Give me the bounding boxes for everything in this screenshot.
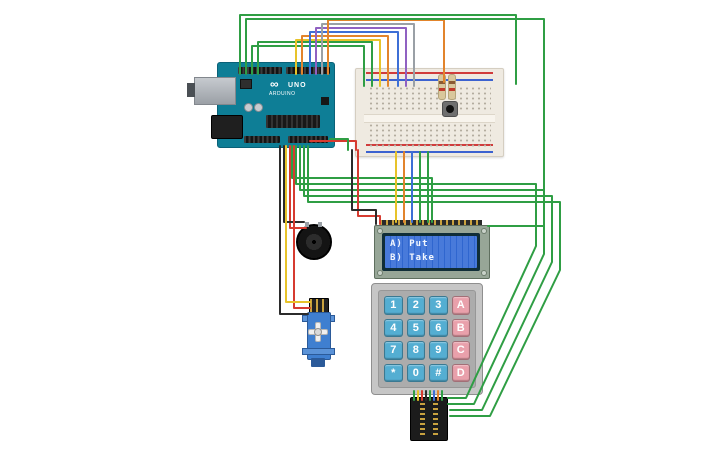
digital-pin-header[interactable] — [238, 67, 282, 74]
wire-red[interactable] — [289, 145, 307, 229]
wire-green[interactable] — [291, 145, 433, 223]
keypad-key-A[interactable]: A — [451, 296, 470, 315]
keypad-key-D[interactable]: D — [451, 363, 470, 382]
servo-horn-hub — [314, 328, 322, 336]
servo-base — [311, 358, 325, 367]
power-rail-negative — [366, 79, 493, 81]
pin-header-connector[interactable] — [410, 397, 448, 441]
icsp-header — [321, 97, 329, 105]
analog-pin-header[interactable] — [288, 136, 328, 143]
keypad-key-2[interactable]: 2 — [406, 296, 425, 315]
keypad-key-8[interactable]: 8 — [406, 341, 425, 360]
power-jack — [211, 115, 243, 139]
wire-black[interactable] — [351, 149, 377, 225]
keypad-key-1[interactable]: 1 — [384, 296, 403, 315]
resistor[interactable] — [448, 74, 456, 100]
keypad-4x4[interactable]: 1 2 3 A 4 5 6 B 7 8 9 C * 0 # D — [371, 283, 483, 395]
keypad-key-9[interactable]: 9 — [429, 341, 448, 360]
power-rail-positive — [366, 72, 493, 74]
breadboard[interactable] — [355, 68, 504, 157]
screw-hole — [377, 270, 383, 276]
buzzer-leg — [318, 222, 322, 227]
keypad-key-star[interactable]: * — [384, 363, 403, 382]
keypad-key-B[interactable]: B — [451, 318, 470, 337]
buzzer-leg — [305, 222, 309, 227]
pushbutton-cap[interactable] — [446, 105, 454, 113]
power-rail-negative — [366, 151, 493, 153]
arduino-uno-board[interactable]: ∞ UNO ARDUINO — [187, 62, 335, 148]
pushbutton[interactable] — [442, 101, 458, 117]
reset-button[interactable] — [240, 79, 252, 89]
arduino-brand-label: ARDUINO — [269, 91, 296, 97]
lcd-text-line1: A) Put — [390, 239, 429, 249]
lcd-bezel: A) Put B) Take — [382, 233, 480, 271]
usb-connector — [194, 77, 236, 105]
keypad-key-5[interactable]: 5 — [406, 318, 425, 337]
connector-pins — [420, 403, 425, 435]
capacitor — [254, 103, 263, 112]
lcd-display[interactable]: A) Put B) Take — [374, 220, 490, 279]
keypad-key-6[interactable]: 6 — [429, 318, 448, 337]
connector-pins — [433, 403, 438, 435]
lcd-text-line2: B) Take — [390, 253, 435, 263]
arduino-logo-icon: ∞ — [270, 77, 279, 91]
power-pin-header[interactable] — [244, 136, 280, 143]
wire-red[interactable] — [357, 149, 381, 225]
keypad-key-7[interactable]: 7 — [384, 341, 403, 360]
arduino-model-label: UNO — [288, 82, 307, 89]
wire-black[interactable] — [283, 145, 305, 223]
piezo-buzzer[interactable] — [296, 222, 332, 260]
lcd-screen: A) Put B) Take — [385, 236, 477, 268]
keypad-panel: 1 2 3 A 4 5 6 B 7 8 9 C * 0 # D — [378, 290, 476, 388]
capacitor — [244, 103, 253, 112]
servo-flange — [302, 348, 335, 355]
lcd-pcb: A) Put B) Take — [374, 225, 490, 279]
keypad-key-0[interactable]: 0 — [406, 363, 425, 382]
screw-hole — [481, 270, 487, 276]
breadboard-holes-top[interactable] — [368, 86, 491, 112]
atmega-chip — [266, 115, 320, 128]
usb-cable-stub — [187, 83, 195, 97]
keypad-key-3[interactable]: 3 — [429, 296, 448, 315]
breadboard-center-gap — [364, 114, 495, 123]
resistor[interactable] — [438, 74, 446, 100]
micro-servo[interactable] — [302, 298, 335, 370]
digital-pwm-pin-header[interactable] — [286, 67, 330, 74]
screw-hole — [481, 228, 487, 234]
keypad-key-hash[interactable]: # — [429, 363, 448, 382]
keypad-key-4[interactable]: 4 — [384, 318, 403, 337]
keypad-key-C[interactable]: C — [451, 341, 470, 360]
breadboard-holes-bottom[interactable] — [368, 123, 491, 149]
